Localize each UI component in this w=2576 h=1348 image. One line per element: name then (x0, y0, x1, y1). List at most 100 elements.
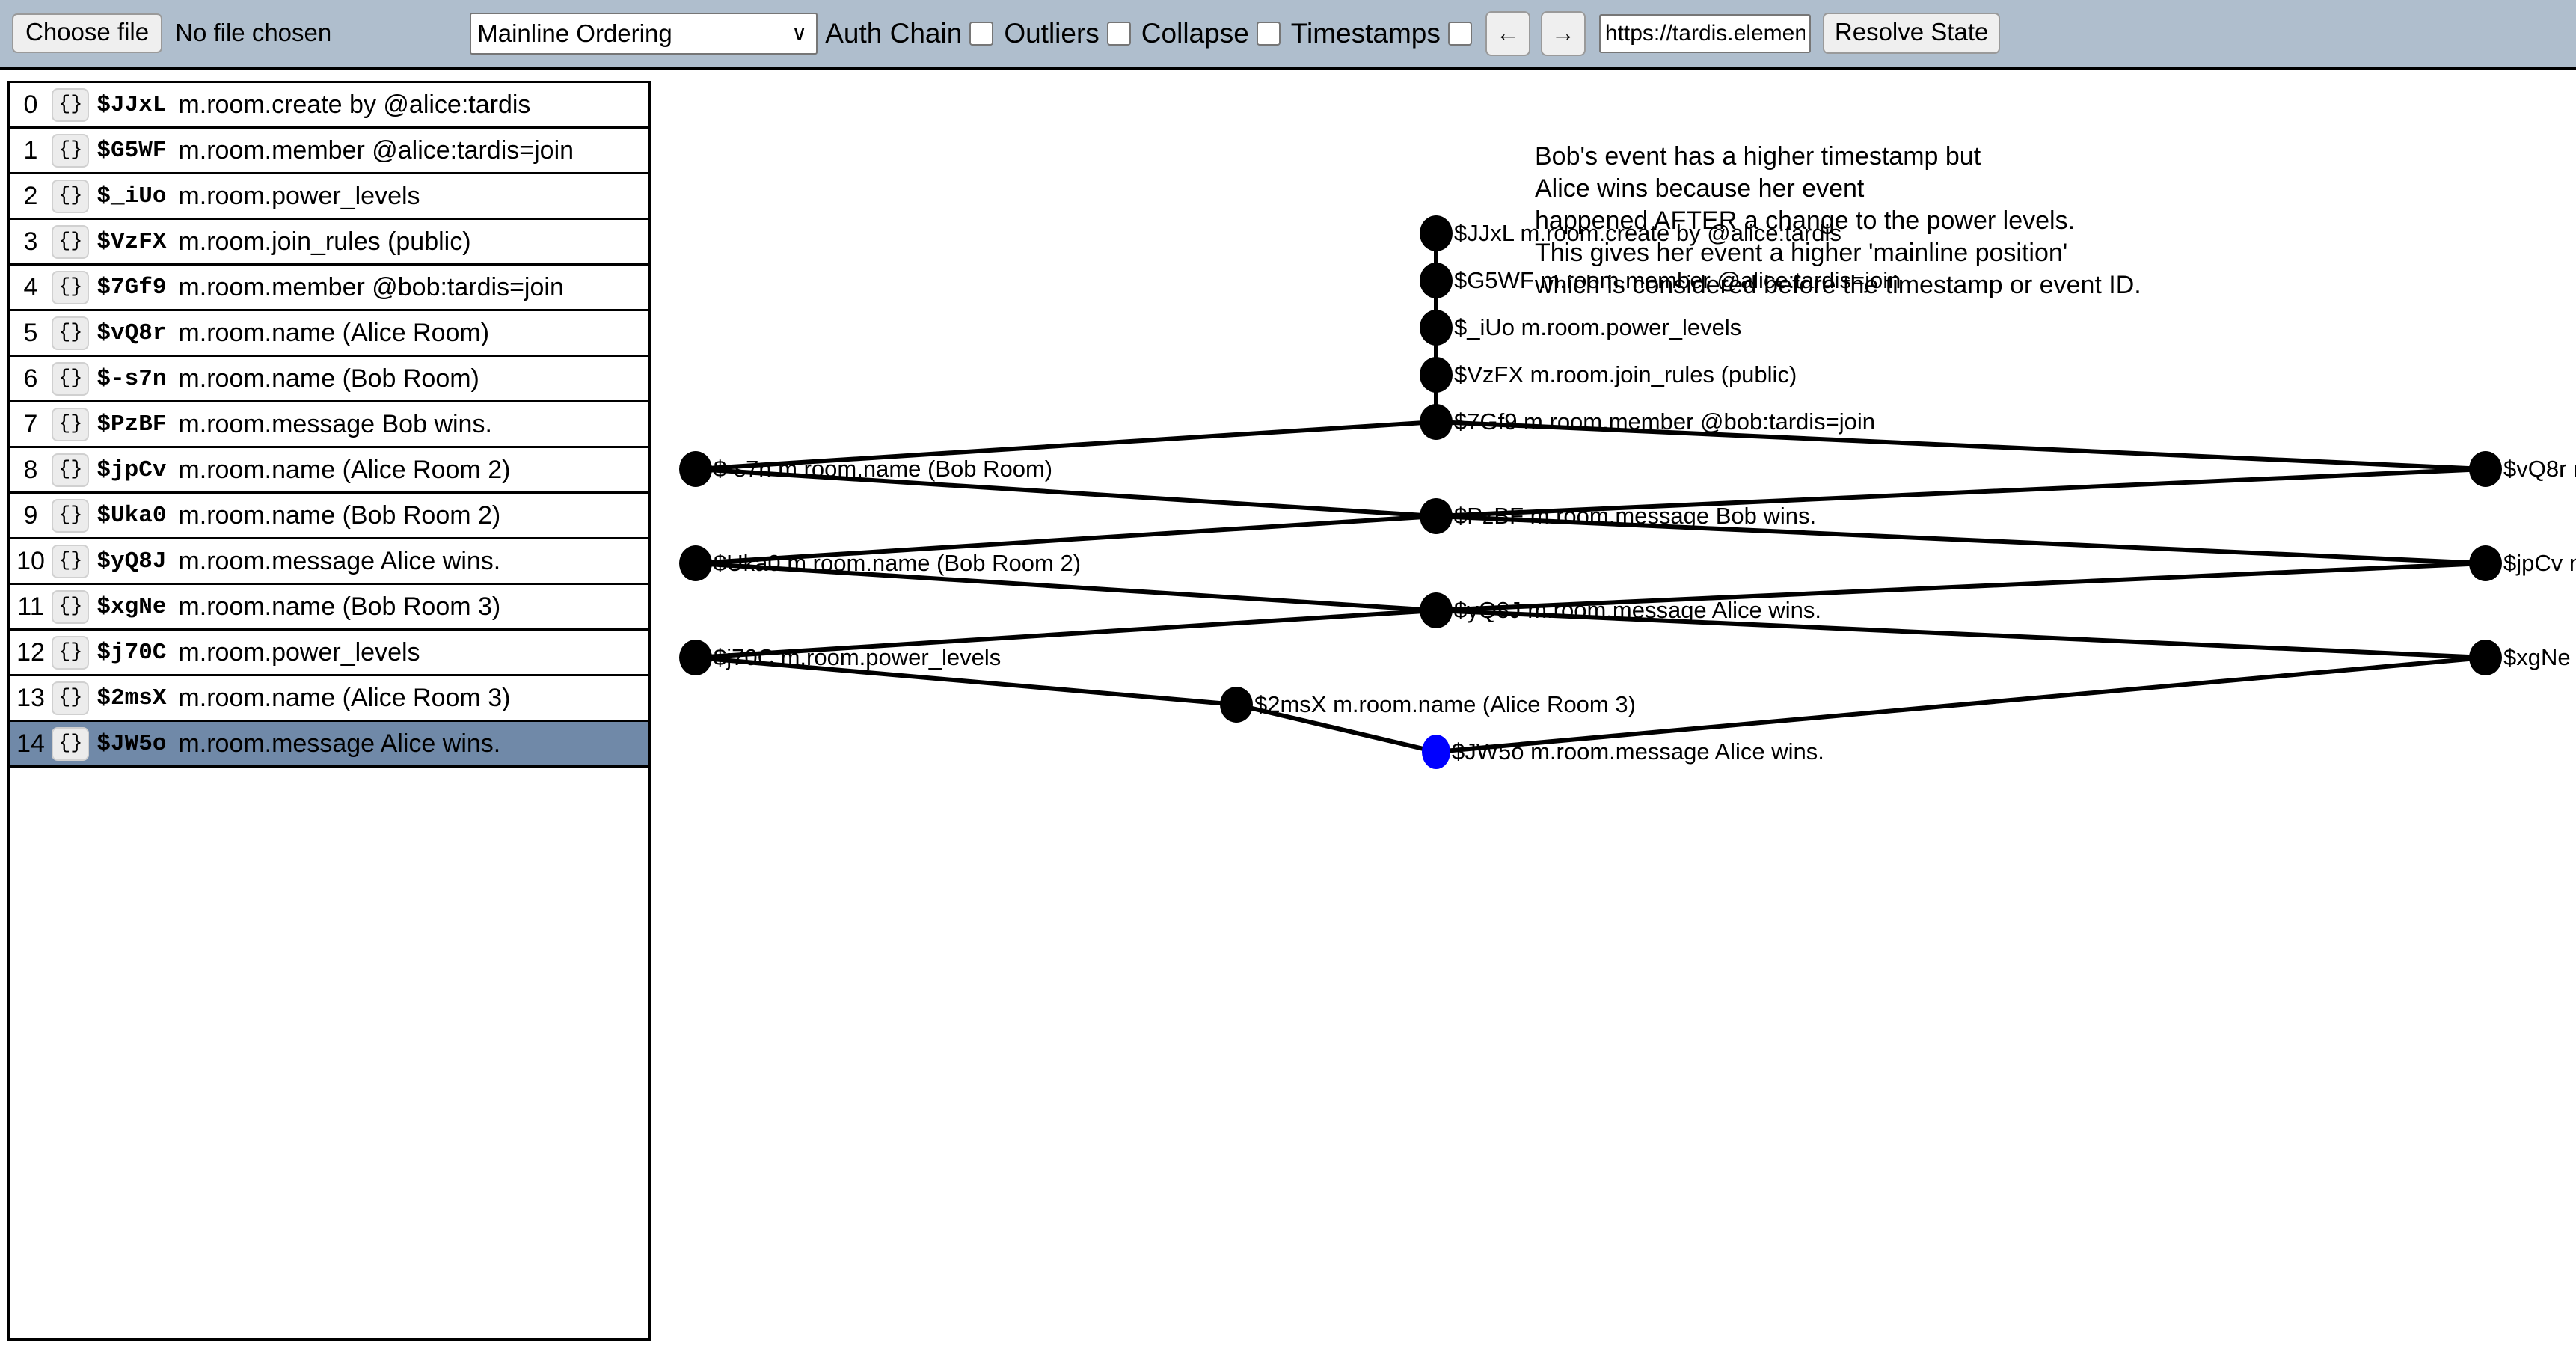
forward-arrow-icon[interactable]: → (1540, 10, 1586, 56)
dag-node-label: $JJxL m.room.create by @alice:tardis (1454, 220, 1841, 246)
event-index: 0 (23, 90, 38, 119)
event-index: 1 (23, 135, 38, 165)
dag-edge (1435, 655, 2486, 754)
dag-node-label: $Uka0 m.room.name (Bob Room 2) (714, 550, 1082, 576)
event-index: 9 (23, 500, 38, 530)
toolbar: Choose file No file chosen Mainline Orde… (0, 0, 2576, 70)
dag-edge (695, 420, 1437, 471)
event-row[interactable]: 13{}$2msX m.room.name (Alice Room 3) (10, 676, 648, 722)
json-badge-icon[interactable]: {} (52, 407, 90, 441)
event-id: $7Gf9 (96, 274, 167, 301)
event-index: 11 (17, 592, 44, 621)
json-badge-icon[interactable]: {} (52, 88, 90, 122)
event-index: 7 (23, 409, 38, 438)
dag-node[interactable] (2469, 640, 2502, 675)
event-index: 3 (23, 227, 38, 256)
dag-node-label: $vQ8r m.room.name (Alice Room) (2503, 456, 2576, 482)
ordering-select-wrapper[interactable]: Mainline Ordering ∨ (331, 12, 818, 55)
json-badge-icon[interactable]: {} (52, 453, 90, 487)
json-badge-icon[interactable]: {} (52, 726, 90, 761)
choose-file-button[interactable]: Choose file (12, 13, 163, 53)
back-arrow-icon[interactable]: ← (1485, 10, 1530, 56)
json-badge-icon[interactable]: {} (52, 316, 90, 350)
dag-node-label: $G5WF m.room.member @alice:tardis=join (1454, 267, 1901, 293)
event-description: m.room.join_rules (public) (178, 227, 471, 256)
dag-node[interactable] (679, 545, 712, 581)
collapse-checkbox[interactable] (1256, 21, 1281, 46)
json-badge-icon[interactable]: {} (52, 179, 90, 213)
dag-node-label: $PzBF m.room.message Bob wins. (1454, 503, 1817, 529)
json-badge-icon[interactable]: {} (52, 544, 90, 578)
event-description: m.room.member @bob:tardis=join (178, 272, 564, 301)
json-badge-icon[interactable]: {} (52, 133, 90, 168)
dag-edge (695, 561, 1437, 613)
dag-node[interactable] (1420, 357, 1453, 393)
json-badge-icon[interactable]: {} (52, 361, 90, 396)
dag-graph-canvas[interactable]: $JJxL m.room.create by @alice:tardis $G5W… (658, 75, 2576, 1348)
json-badge-icon[interactable]: {} (52, 270, 90, 304)
json-badge-icon[interactable]: {} (52, 635, 90, 670)
event-index: 8 (23, 455, 38, 484)
event-id: $Uka0 (96, 502, 167, 529)
event-id: $yQ8J (96, 548, 167, 575)
dag-edge (1435, 467, 2486, 518)
timestamps-checkbox[interactable] (1447, 21, 1472, 46)
event-description: m.room.message Alice wins. (178, 546, 501, 575)
dag-node[interactable] (1420, 310, 1453, 346)
json-badge-icon[interactable]: {} (52, 589, 90, 624)
outliers-label: Outliers (1004, 17, 1100, 49)
dag-node[interactable] (679, 451, 712, 487)
event-description: m.room.name (Alice Room 2) (178, 455, 511, 484)
event-description: m.room.name (Alice Room 3) (178, 683, 511, 712)
ordering-select[interactable]: Mainline Ordering (470, 12, 818, 55)
dag-node[interactable] (679, 640, 712, 675)
json-badge-icon[interactable]: {} (52, 498, 90, 533)
dag-node[interactable] (2469, 451, 2502, 487)
event-description: m.room.member @alice:tardis=join (178, 135, 574, 165)
event-index: 10 (16, 546, 45, 575)
event-description: m.room.power_levels (178, 637, 420, 667)
dag-node-label: $7Gf9 m.room.member @bob:tardis=join (1454, 408, 1876, 435)
dag-node[interactable] (1220, 687, 1253, 723)
event-index: 4 (23, 272, 38, 301)
dag-edge (1435, 420, 2486, 471)
dag-node[interactable] (1420, 592, 1453, 628)
resolve-state-button[interactable]: Resolve State (1822, 13, 2001, 54)
dag-node-label: $VzFX m.room.join_rules (public) (1454, 361, 1797, 387)
file-picker[interactable]: Choose file No file chosen (12, 13, 331, 53)
dag-node[interactable] (2469, 545, 2502, 581)
json-badge-icon[interactable]: {} (52, 224, 90, 259)
event-id: $j70C (96, 639, 167, 666)
event-row[interactable]: 10{}$yQ8J m.room.message Alice wins. (10, 539, 648, 585)
auth-chain-checkbox[interactable] (969, 21, 994, 46)
dag-node[interactable] (1420, 498, 1453, 534)
outliers-checkbox[interactable] (1106, 21, 1131, 46)
dag-node[interactable] (1422, 735, 1450, 769)
event-id: $JJxL (96, 91, 167, 118)
dag-node[interactable] (1420, 263, 1453, 298)
event-id: $JW5o (96, 730, 167, 757)
event-index: 13 (16, 683, 45, 712)
server-url-input[interactable] (1598, 13, 1811, 53)
event-index: 14 (16, 729, 45, 758)
dag-node[interactable] (1420, 404, 1453, 440)
event-id: $2msX (96, 684, 167, 711)
dag-node[interactable] (1420, 215, 1453, 251)
dag-node-label: $2msX m.room.name (Alice Room 3) (1254, 691, 1636, 717)
event-row[interactable]: 4 {}$7Gf9 m.room.member @bob:tardis=join (10, 266, 648, 311)
json-badge-icon[interactable]: {} (52, 681, 90, 715)
file-status-label: No file chosen (175, 19, 332, 47)
